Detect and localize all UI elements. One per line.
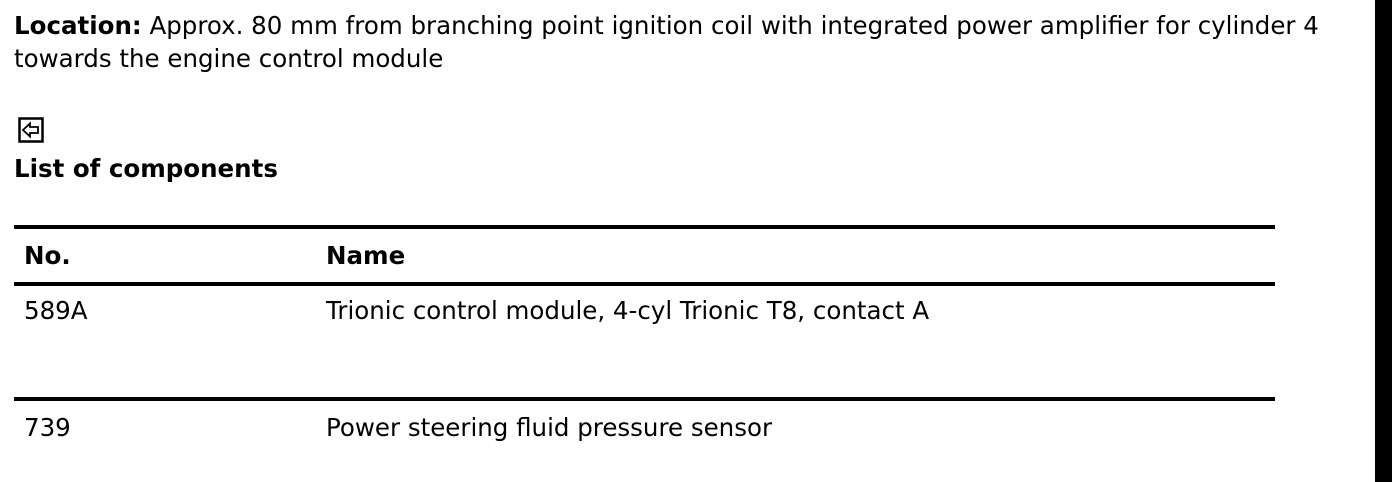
column-header-name: Name	[326, 241, 406, 270]
column-header-no: No.	[24, 241, 71, 270]
back-arrow-icon-graphic	[18, 117, 44, 143]
location-label: Location:	[14, 11, 142, 40]
table-header-row: No. Name	[14, 227, 1275, 284]
back-arrow-icon[interactable]	[18, 117, 44, 143]
table-row: 739 Power steering fluid pressure sensor	[14, 399, 1275, 442]
section-title: List of components	[14, 154, 278, 183]
component-number: 739	[24, 413, 71, 442]
component-number: 589A	[24, 296, 88, 325]
right-edge-bar	[1375, 0, 1392, 482]
location-text: Approx. 80 mm from branching point ignit…	[14, 11, 1319, 73]
component-name: Trionic control module, 4-cyl Trionic T8…	[326, 296, 930, 325]
table-row: 589A Trionic control module, 4-cyl Trion…	[14, 284, 1275, 399]
component-name: Power steering fluid pressure sensor	[326, 413, 773, 442]
components-table: No. Name 589A Trionic control module, 4-…	[14, 225, 1275, 442]
location-paragraph: Location: Approx. 80 mm from branching p…	[14, 9, 1374, 75]
